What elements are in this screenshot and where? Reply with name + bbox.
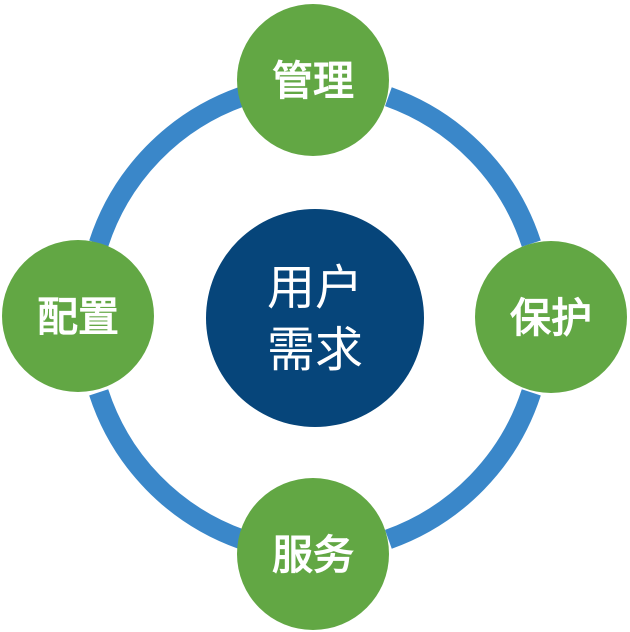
center-circle: [206, 209, 424, 427]
center-node: 用户 需求: [206, 209, 424, 427]
ring-segment-top-left: [89, 87, 246, 247]
ring-segment-bottom-right: [384, 389, 541, 549]
node-right-label: 保护: [510, 294, 592, 342]
node-left-circle: [2, 240, 154, 392]
ring-segment-bottom-left: [89, 389, 246, 549]
center-label-line2: 需求: [267, 322, 363, 378]
node-right-circle: [475, 241, 627, 393]
node-left: 配置: [2, 240, 154, 392]
node-bottom-circle: [237, 478, 389, 630]
node-top: 管理: [237, 4, 389, 156]
node-left-label: 配置: [37, 293, 119, 341]
node-bottom-label: 服务: [272, 531, 354, 579]
node-bottom: 服务: [237, 478, 389, 630]
node-top-circle: [237, 4, 389, 156]
connector-ring: [89, 87, 541, 549]
center-label-line1: 用户: [267, 260, 363, 316]
node-top-label: 管理: [272, 57, 354, 105]
ring-segment-top-right: [384, 87, 541, 247]
node-right: 保护: [475, 241, 627, 393]
